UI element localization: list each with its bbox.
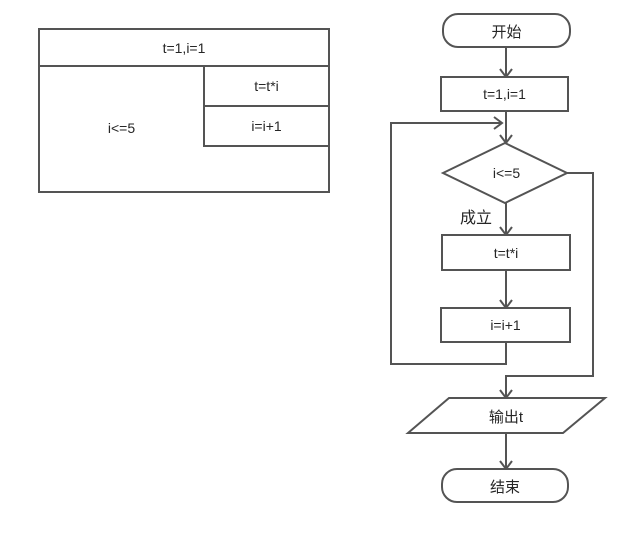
end-terminator-shape — [441, 468, 569, 503]
ns-body-label-2: i=i+1 — [251, 118, 282, 134]
ns-loop-condition: i<=5 — [40, 119, 203, 137]
ns-body-cell-2: i=i+1 — [203, 105, 330, 147]
flow-init-label: t=1,i=1 — [483, 86, 526, 102]
ns-init-cell: t=1,i=1 — [38, 28, 330, 67]
init-process-shape — [440, 76, 569, 112]
ns-init-label: t=1,i=1 — [162, 39, 206, 56]
ns-loop-condition-label: i<=5 — [107, 120, 136, 136]
step2-process-shape — [440, 307, 571, 343]
ns-body-label-1: t=t*i — [254, 78, 279, 94]
flow-branch-true-label: 成立 — [459, 210, 492, 227]
connector-loop-back — [390, 116, 507, 365]
flow-condition-label: i<=5 — [492, 165, 521, 181]
connector-decision-false-branch — [499, 172, 594, 400]
flow-step1-label: t=t*i — [493, 245, 519, 261]
flow-start-label: 开始 — [491, 23, 522, 41]
step1-process-shape — [441, 234, 571, 271]
decision-diamond-shape — [440, 141, 570, 205]
flow-end-label: 结束 — [489, 478, 520, 496]
start-terminator-shape — [442, 13, 571, 48]
flow-output-label: 输出t — [488, 408, 524, 426]
flow-step2-label: i=i+1 — [490, 317, 521, 333]
output-parallelogram-shape — [405, 397, 608, 434]
